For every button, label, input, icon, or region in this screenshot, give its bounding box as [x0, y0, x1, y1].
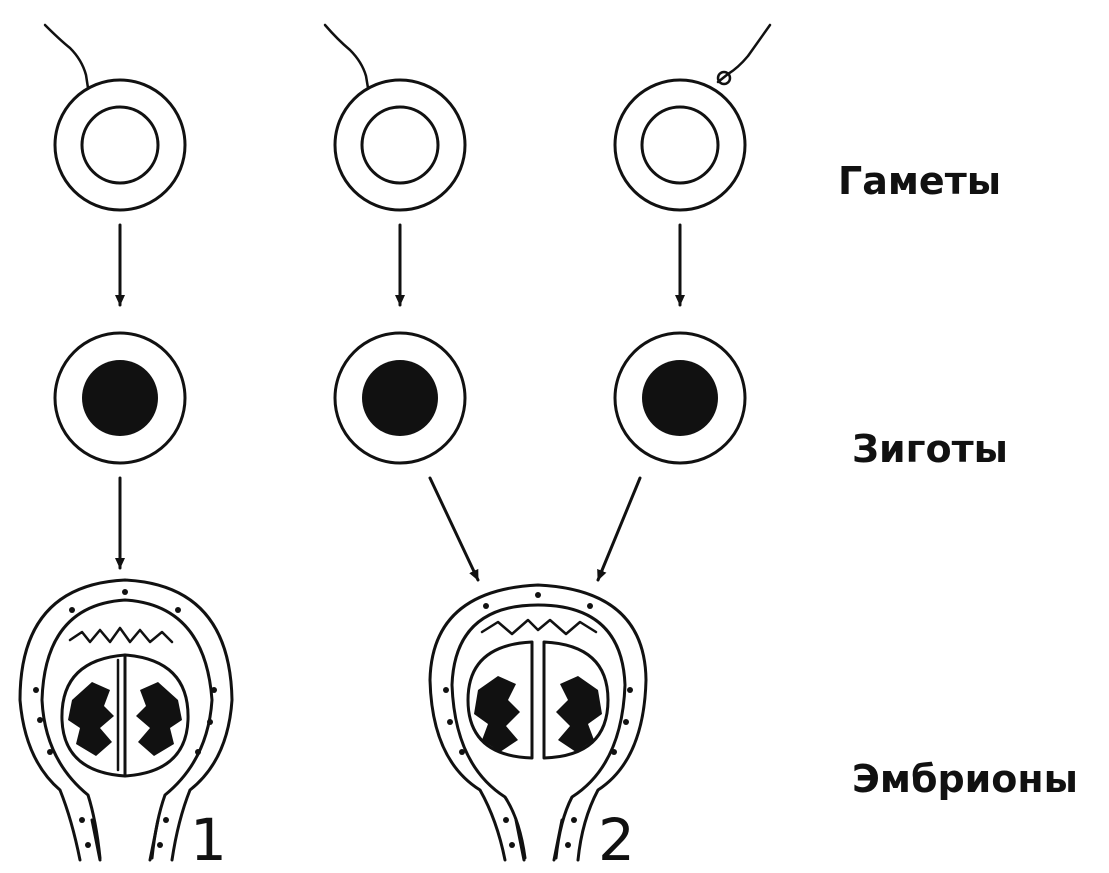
- arrow-zygote2-embryo2: [430, 478, 478, 580]
- arrow-zygote3-embryo2: [598, 478, 640, 580]
- label-gametes: Гаметы: [838, 159, 1001, 203]
- embryo-1-number: 1: [190, 806, 227, 873]
- label-zygotes: Зиготы: [852, 427, 1008, 471]
- zygote-1: [55, 333, 185, 463]
- label-embryos: Эмбрионы: [852, 757, 1078, 801]
- embryo-2-number: 2: [598, 806, 635, 873]
- gamete-1: [45, 25, 185, 210]
- gamete-2: [325, 25, 465, 210]
- sperm-tail-1: [45, 25, 88, 88]
- sperm-tail-2: [325, 25, 368, 88]
- zygote-2: [335, 333, 465, 463]
- gamete-3: [615, 25, 770, 210]
- zygote-3: [615, 333, 745, 463]
